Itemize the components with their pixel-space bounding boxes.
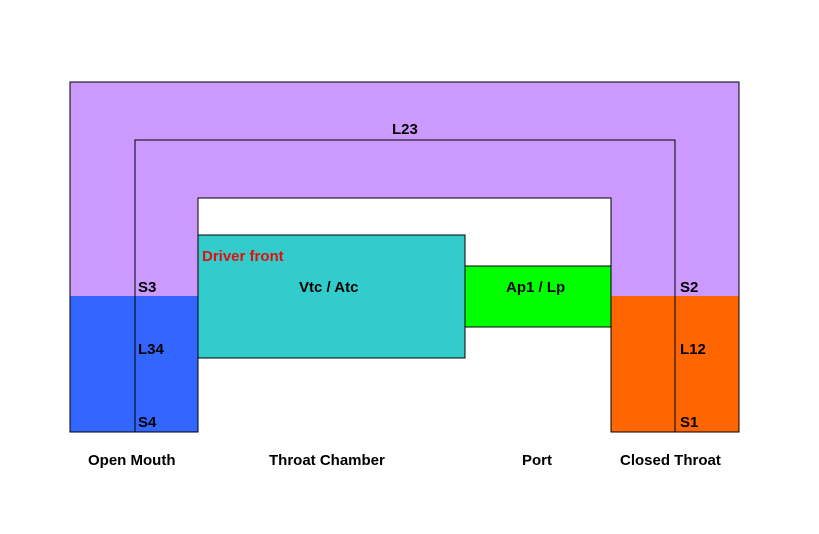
l34-label: L34 (138, 341, 165, 358)
open-mouth-caption: Open Mouth (88, 452, 175, 469)
closed-throat-caption: Closed Throat (620, 452, 721, 469)
port-box (464, 265, 612, 328)
throat-chamber-box (197, 234, 466, 359)
horn-centerline (134, 139, 676, 432)
l23-label: L23 (392, 121, 418, 138)
s4-label: S4 (138, 414, 157, 431)
l12-label: L12 (680, 341, 706, 358)
s1-label: S1 (680, 414, 698, 431)
port-label: Ap1 / Lp (506, 279, 565, 296)
horn-band (70, 82, 739, 296)
port-caption: Port (522, 452, 552, 469)
chamber-label: Vtc / Atc (299, 279, 358, 296)
s2-label: S2 (680, 279, 698, 296)
driver-front-label: Driver front (202, 248, 284, 265)
s3-label: S3 (138, 279, 156, 296)
open-mouth-section (70, 296, 198, 432)
throat-chamber-caption: Throat Chamber (269, 452, 385, 469)
